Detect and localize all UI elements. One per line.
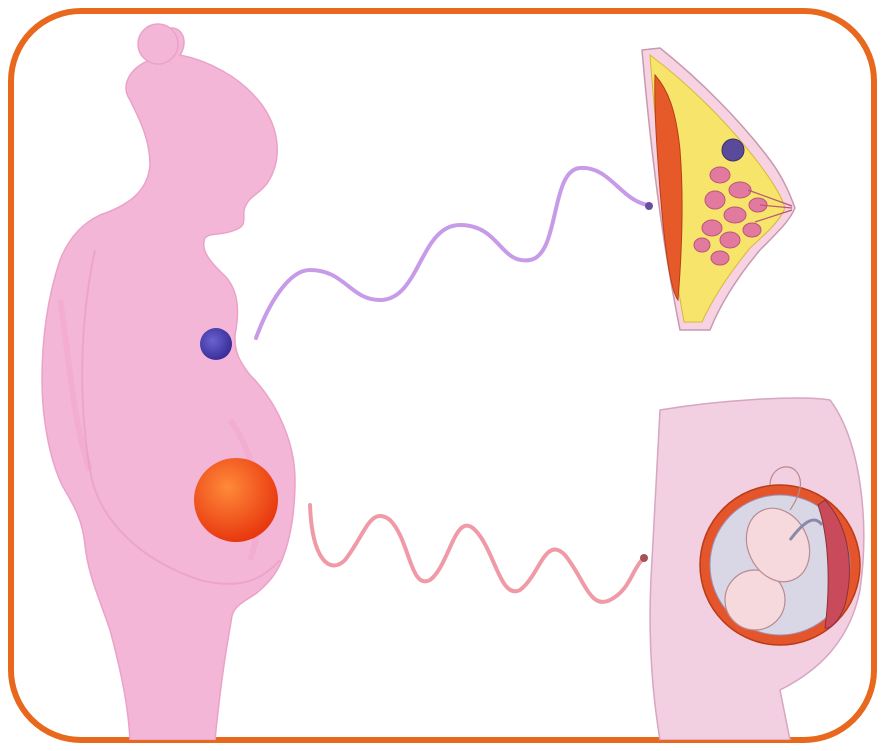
breast-connector-end bbox=[645, 202, 653, 210]
breast-tumor-marker bbox=[200, 328, 232, 360]
fetus-marker bbox=[194, 458, 278, 542]
hair-bun bbox=[138, 24, 178, 64]
belly-connector-end bbox=[640, 554, 648, 562]
breast-tumor bbox=[722, 139, 744, 161]
